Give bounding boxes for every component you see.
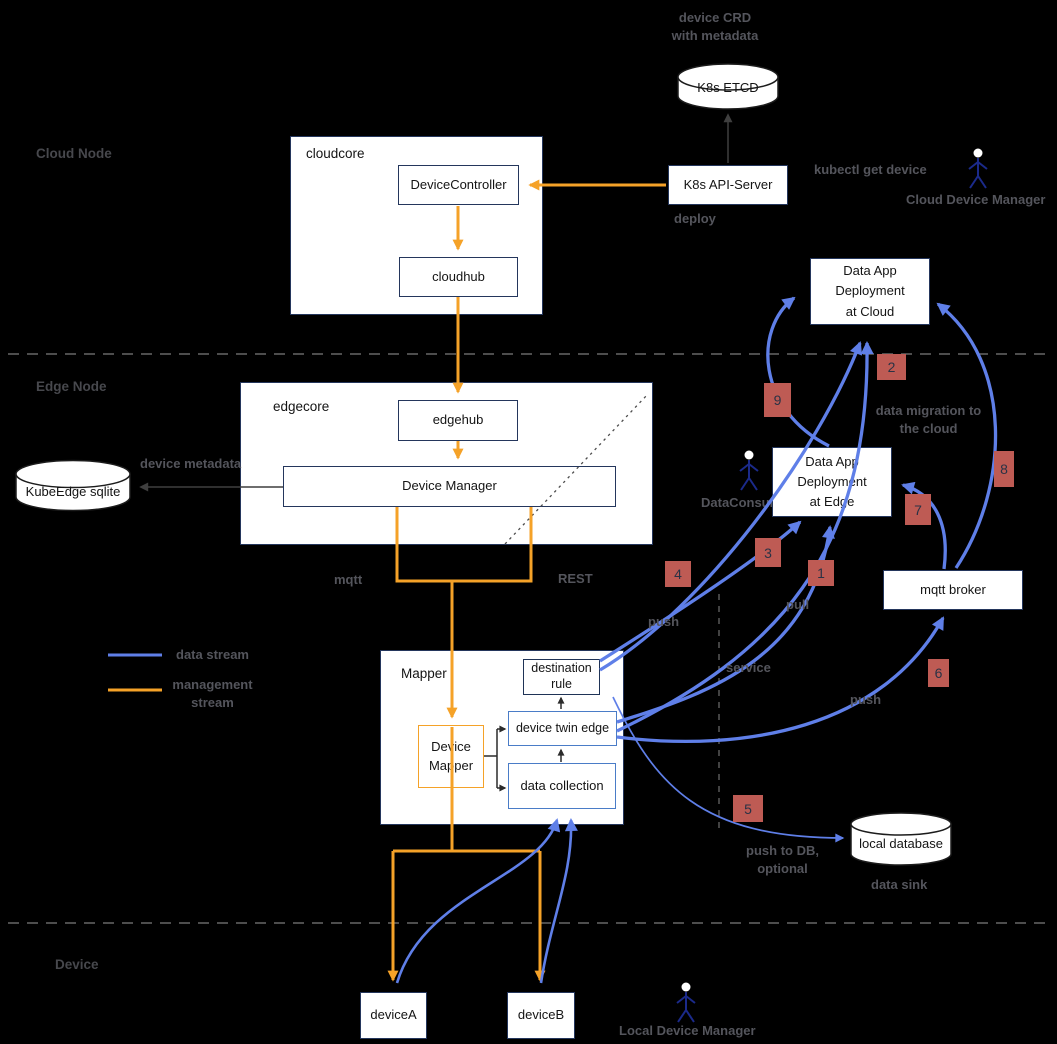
actor-label-cloud-device-manager: Cloud Device Manager [906, 192, 1046, 207]
region-label-device: Device [55, 957, 99, 972]
local-database-cylinder-icon [850, 812, 952, 866]
device-metadata-label: device metadata [140, 456, 242, 471]
region-label-cloud-node: Cloud Node [36, 146, 112, 161]
device-twin-edge-box: device twin edge [508, 711, 617, 746]
local-device-manager-actor-icon [676, 982, 696, 1023]
kubeedge-sqlite-cylinder-icon [15, 459, 131, 512]
flow-badge-6: 6 [928, 659, 949, 687]
push-to-db-label: push to DB, optional [746, 843, 819, 876]
flow-badge-3: 3 [755, 538, 781, 567]
kubectl-get-device-label: kubectl get device [814, 162, 927, 177]
actor-label-local-device-manager: Local Device Manager [619, 1023, 756, 1038]
data-consumer-actor-icon [739, 450, 759, 491]
k8s-api-server-box: K8s API-Server [668, 165, 788, 205]
device-b-box: deviceB [507, 992, 575, 1039]
cloud-device-manager-actor-icon [968, 148, 988, 189]
destination-rule-box: destination rule [523, 659, 600, 695]
data-app-deployment-edge-box: Data App Deployment at Edge [772, 447, 892, 517]
device-a-box: deviceA [360, 992, 427, 1039]
region-label-edge-node: Edge Node [36, 379, 107, 394]
edgecore-dotted-diagonal [504, 393, 649, 545]
cloudhub-box: cloudhub [399, 257, 518, 297]
flow-badge-5: 5 [733, 795, 763, 822]
kubeedge-sqlite-label: KubeEdge sqlite [25, 484, 121, 499]
zone-separator-lines [8, 353, 1048, 924]
data-migration-label: data migration to the cloud [875, 403, 982, 436]
flow-badge-7: 7 [905, 494, 931, 525]
management-stream-lines [108, 179, 666, 982]
push-broker-label: push [850, 692, 882, 707]
flow-badge-2: 2 [877, 354, 906, 380]
device-crd-label: device CRD with metadata [671, 10, 759, 44]
cloudcore-label: cloudcore [306, 146, 365, 161]
edgehub-box: edgehub [398, 400, 518, 441]
k8s-etcd-label: K8s ETCD [697, 80, 759, 95]
edgecore-label: edgecore [273, 399, 330, 414]
local-database-label: local database [859, 836, 943, 851]
metadata-arrows [139, 113, 733, 492]
device-controller-box: DeviceController [398, 165, 519, 205]
mapper-label: Mapper [401, 666, 447, 681]
data-sink-label: data sink [871, 877, 928, 892]
pull-label: pull [786, 597, 810, 612]
rest-label: REST [558, 571, 593, 586]
deploy-label: deploy [674, 211, 716, 226]
flow-badge-8: 8 [994, 451, 1014, 487]
flow-badge-4: 4 [665, 561, 691, 587]
mapper-internal-arrows [484, 696, 565, 792]
mqtt-label: mqtt [334, 572, 363, 587]
k8s-etcd-cylinder-icon [677, 63, 779, 110]
flow-badge-9: 9 [764, 383, 791, 417]
legend-management-stream-label: management stream [172, 677, 253, 710]
data-app-deployment-cloud-box: Data App Deployment at Cloud [810, 258, 930, 325]
data-collection-box: data collection [508, 763, 616, 809]
service-label: service [726, 660, 771, 675]
push-rule-label: push [648, 614, 680, 629]
mqtt-broker-box: mqtt broker [883, 570, 1023, 610]
legend-data-stream-label: data stream [176, 647, 249, 662]
flow-badge-1: 1 [808, 560, 834, 586]
